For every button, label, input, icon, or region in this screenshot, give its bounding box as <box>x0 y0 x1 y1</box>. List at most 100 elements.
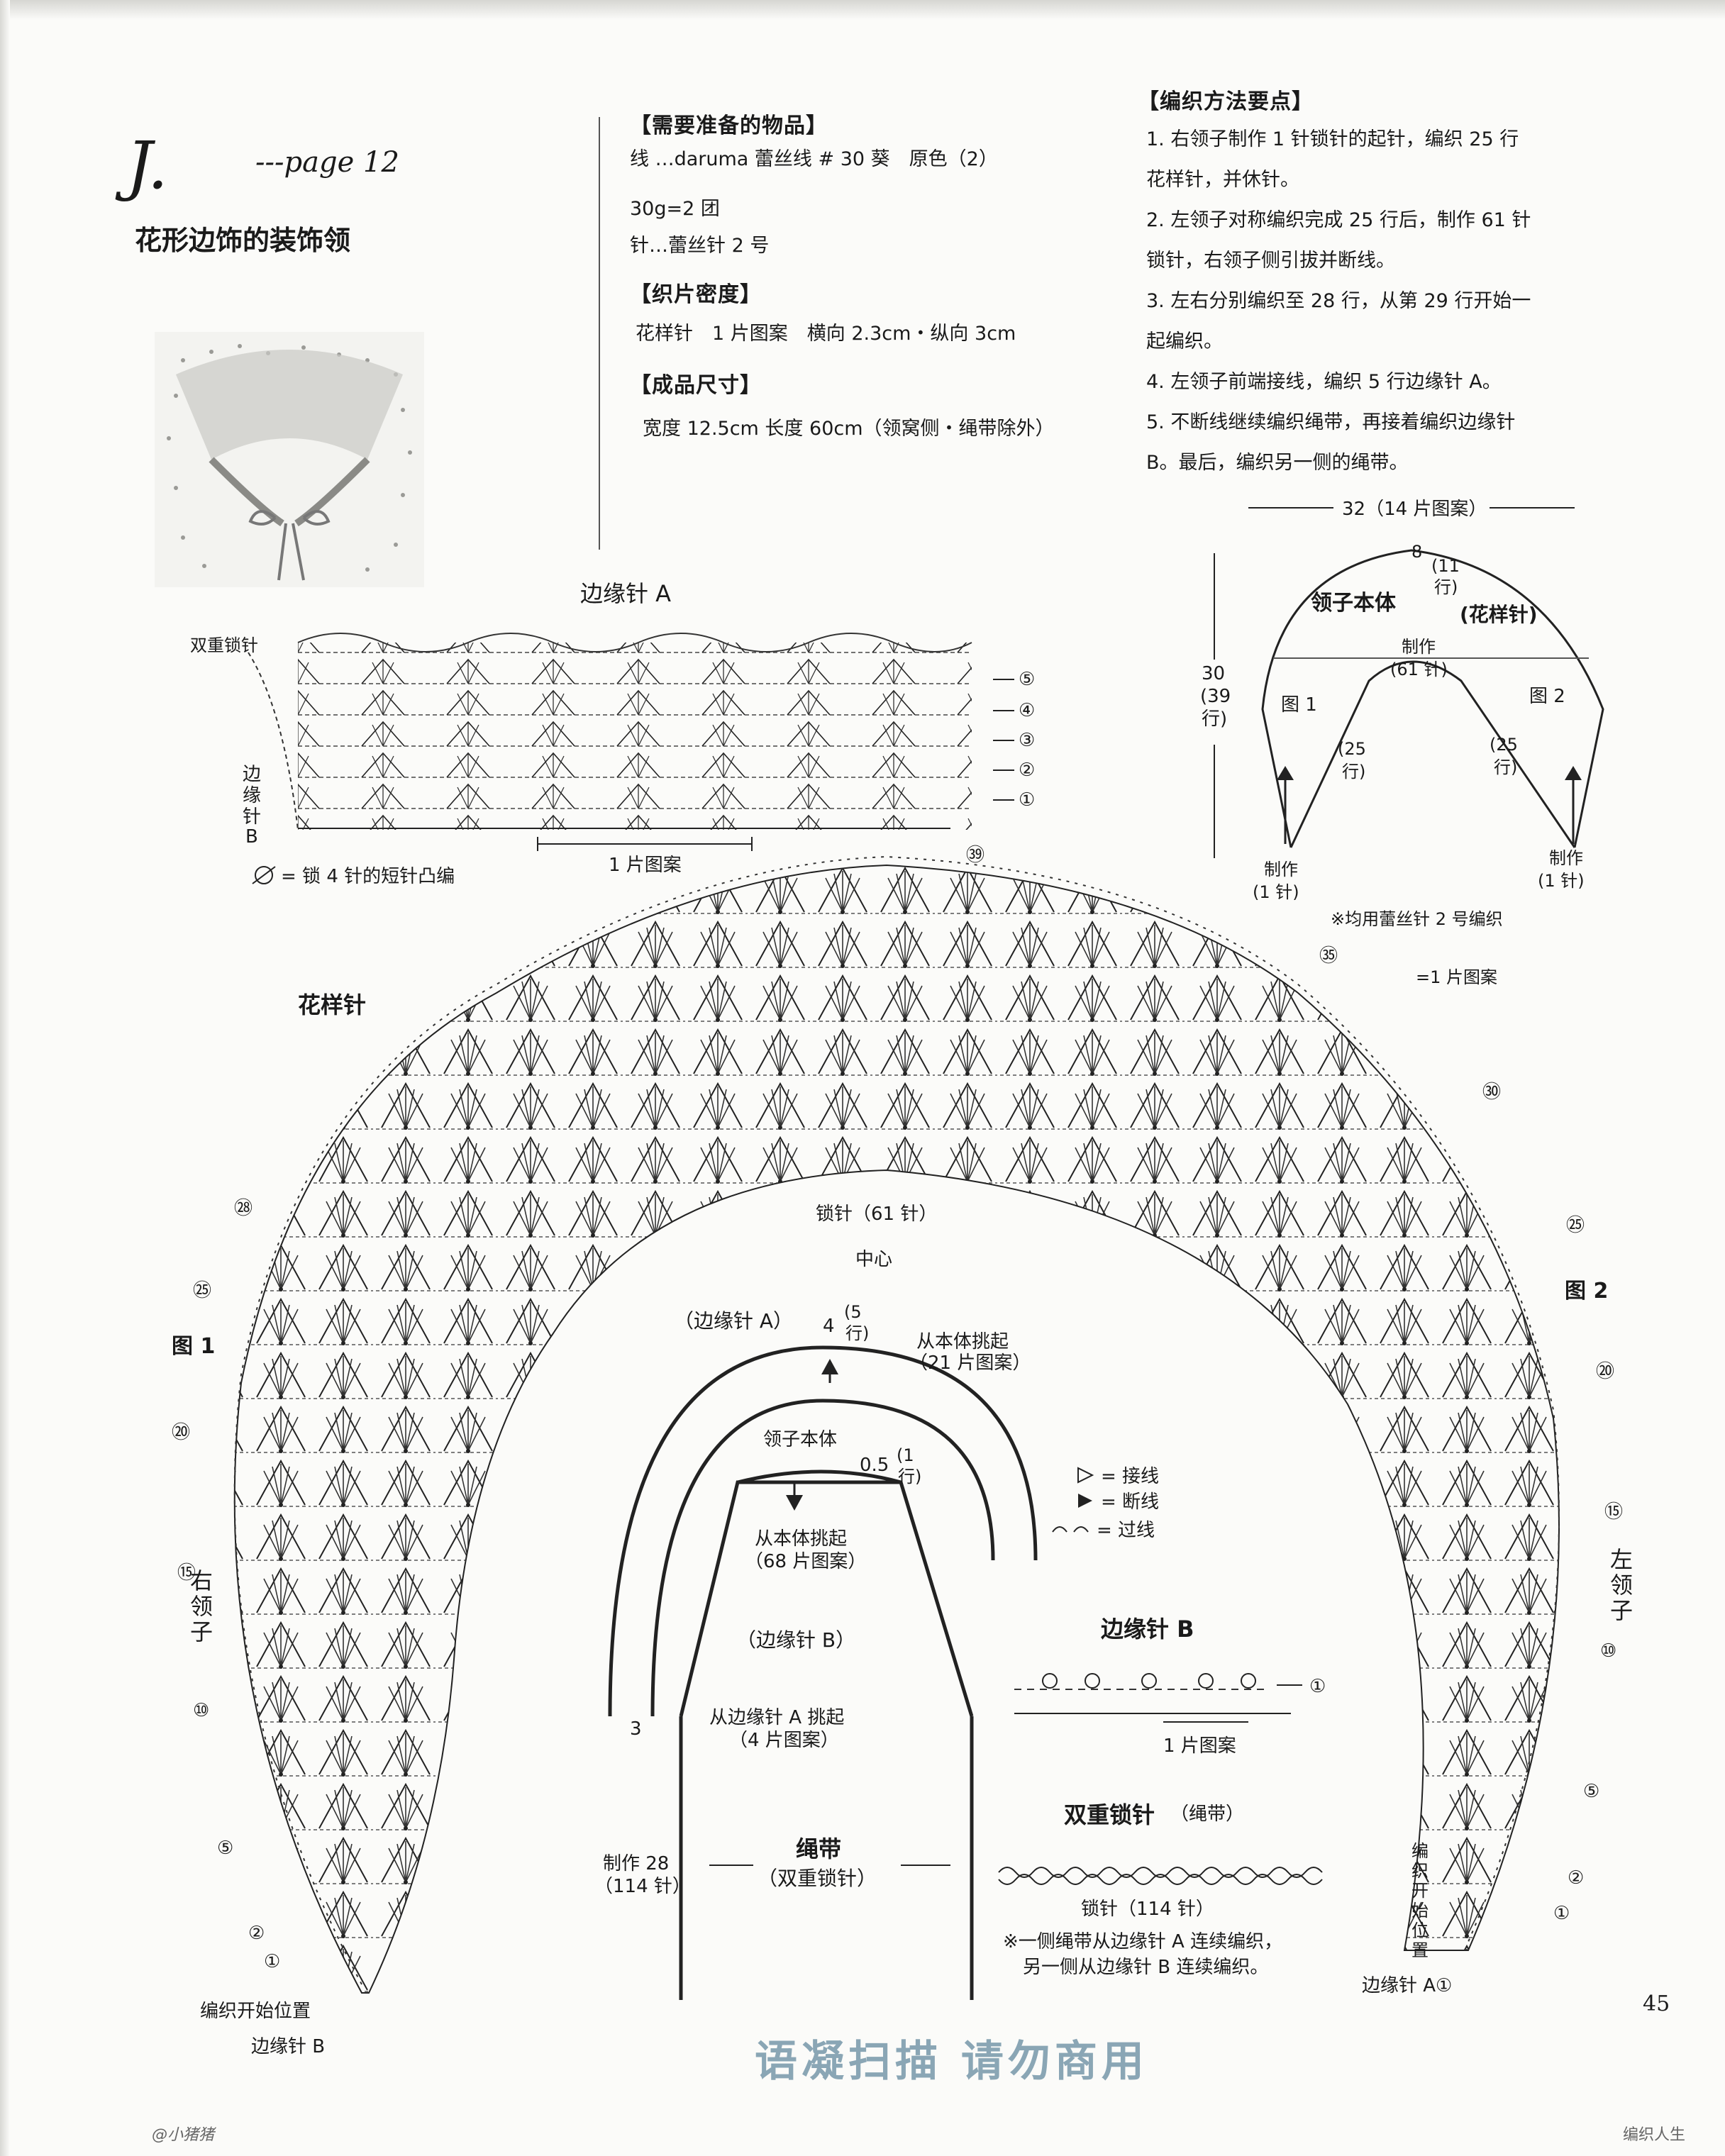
picot-icon <box>252 866 276 884</box>
height-rows: 行) <box>1202 709 1227 730</box>
right-collar-2: 领 <box>190 1593 213 1620</box>
left-collar-2: 领 <box>1610 1572 1633 1599</box>
edging-b-outline <box>679 1480 974 1717</box>
row-20-right: ⑳ <box>1596 1361 1614 1382</box>
assembly-rows5b: 行) <box>845 1323 869 1343</box>
edging-a-row-5: ⑤ <box>1019 669 1035 690</box>
double-chain-title: 双重锁针 <box>1064 1801 1155 1828</box>
right-collar-3: 子 <box>190 1618 213 1645</box>
flower-stitch-label: 花样针 <box>298 991 366 1018</box>
right-collar-1: 右 <box>190 1567 213 1594</box>
materials-line-2: 30g=2 团 <box>630 198 720 220</box>
height-39: (39 <box>1200 686 1231 707</box>
edging-a-outline <box>608 1345 1038 1717</box>
assembly-114: （114 针） <box>594 1876 691 1897</box>
rows-25-left-b: 行) <box>1342 762 1365 782</box>
legend-cross: = 过线 <box>1097 1520 1155 1541</box>
assembly-row1b: 行) <box>898 1467 921 1487</box>
fig1-label: 图 1 <box>172 1334 215 1359</box>
fig2-label: 图 2 <box>1565 1279 1608 1304</box>
assembly-pick-68: （68 片图案） <box>745 1551 866 1572</box>
start-v-3: 开 <box>1411 1881 1429 1901</box>
assembly-collar-body: 领子本体 <box>763 1429 837 1450</box>
make-61: (61 针) <box>1390 660 1448 679</box>
materials-line-1: 线 …daruma 蕾丝线 # 30 葵 原色（2） <box>630 148 998 170</box>
inner-edge-outline <box>737 1469 902 1484</box>
row-15-left: ⑮ <box>177 1562 196 1584</box>
center-label: 中心 <box>855 1249 892 1270</box>
page-reference: ---page 12 <box>255 146 399 179</box>
start-v-2: 织 <box>1411 1861 1429 1881</box>
cross-icon <box>1052 1526 1089 1533</box>
row-30-right: ㉚ <box>1482 1082 1501 1103</box>
edging-a-title: 边缘针 A <box>580 580 671 607</box>
assembly-05: 0.5 <box>860 1455 889 1476</box>
rows-25-left: (25 <box>1338 739 1366 759</box>
page-title: 花形边饰的装饰领 <box>135 225 351 256</box>
row-25-right: ㉕ <box>1566 1215 1585 1236</box>
double-chain-chart <box>998 1867 1323 1878</box>
collar-photo <box>155 332 424 587</box>
edging-a-chart <box>298 643 972 830</box>
row-25-left: ㉕ <box>193 1280 211 1301</box>
rows-25-right: (25 <box>1490 735 1518 755</box>
legend-join: = 接线 <box>1101 1466 1159 1487</box>
column-divider <box>599 117 600 550</box>
rows-25-right-b: 行) <box>1494 757 1517 777</box>
assembly-row1: (1 <box>897 1445 914 1465</box>
depth-8: 8 <box>1411 542 1422 562</box>
edging-a-row-3: ③ <box>1019 730 1035 751</box>
depth-11: (11 <box>1431 556 1460 576</box>
assembly-4: 4 <box>823 1316 835 1337</box>
row-1-left: ① <box>264 1951 280 1972</box>
start-position: 编织开始位置 <box>200 2001 311 2022</box>
make-left-1: (1 针) <box>1253 882 1299 902</box>
assembly-pick-body2: 从本体挑起 <box>755 1528 847 1550</box>
edging-b-vert-2: 缘 <box>243 785 261 806</box>
double-chain-114: 锁针（114 针） <box>1081 1899 1214 1920</box>
edge-a-left: 边缘针 A① <box>1362 1975 1452 1996</box>
row-39-right: ㊴ <box>966 845 984 866</box>
collar-outline-outer <box>1261 549 1604 848</box>
method-line: 3. 左右分别编织至 28 行，从第 29 行开始一 <box>1146 290 1531 312</box>
depth-rows: 行) <box>1434 577 1458 597</box>
collar-stitch-chart <box>233 864 1560 1994</box>
row-35-right: ㉟ <box>1319 945 1338 967</box>
row-15-right: ⑮ <box>1604 1501 1623 1523</box>
method-line: 2. 左领子对称编织完成 25 行后，制作 61 针 <box>1146 209 1531 231</box>
legend-cut: = 断线 <box>1101 1491 1159 1513</box>
row-5-right: ⑤ <box>1583 1781 1599 1802</box>
schematic-fig2: 图 2 <box>1529 686 1565 707</box>
one-pattern-legend: =1 片图案 <box>1416 967 1497 987</box>
assembly-edge-a: （边缘针 A） <box>674 1309 793 1333</box>
method-line: 4. 左领子前端接线，编织 5 行边缘针 A。 <box>1146 371 1502 393</box>
schematic-body-pattern: (花样针) <box>1460 603 1538 626</box>
edge-b-start: 边缘针 B <box>251 2036 325 2057</box>
method-line: 1. 右领子制作 1 针锁针的起针，编织 25 行 <box>1146 128 1519 150</box>
edging-b-row-1: ① <box>1309 1676 1326 1697</box>
method-line: 5. 不断线继续编织绳带，再接着编织边缘针 <box>1146 411 1516 433</box>
assembly-cord: 绳带 <box>796 1835 841 1862</box>
gauge-heading: 【织片密度】 <box>630 282 762 307</box>
make-left: 制作 <box>1264 860 1298 879</box>
schematic-body-label: 领子本体 <box>1311 591 1397 616</box>
height-30: 30 <box>1202 663 1225 684</box>
double-chain-note-2: 另一侧从边缘针 B 连续编织。 <box>1023 1957 1268 1978</box>
assembly-make28: 制作 28 <box>603 1853 669 1874</box>
body-outline <box>650 1399 995 1717</box>
method-line: 锁针，右领子侧引拔并断线。 <box>1146 250 1395 272</box>
edging-b-one-pattern: 1 片图案 <box>1163 1735 1236 1757</box>
edging-b-title: 边缘针 B <box>1101 1616 1194 1643</box>
double-chain-label: 双重锁针 <box>190 635 258 655</box>
edging-a-row-2: ② <box>1019 760 1035 781</box>
page-left-shadow <box>0 0 10 2156</box>
left-collar-1: 左 <box>1610 1546 1633 1573</box>
collar-outline-inner <box>1289 660 1576 848</box>
pattern-bracket <box>537 837 753 851</box>
assembly-pick-4: （4 片图案） <box>729 1730 839 1751</box>
assembly-panel <box>582 1305 1036 2014</box>
assembly-edge-b: （边缘针 B） <box>736 1628 855 1652</box>
row-20-left: ⑳ <box>172 1422 190 1443</box>
row-10-right: ⑩ <box>1600 1640 1616 1662</box>
picot-legend: = 锁 4 针的短针凸编 <box>281 866 455 887</box>
